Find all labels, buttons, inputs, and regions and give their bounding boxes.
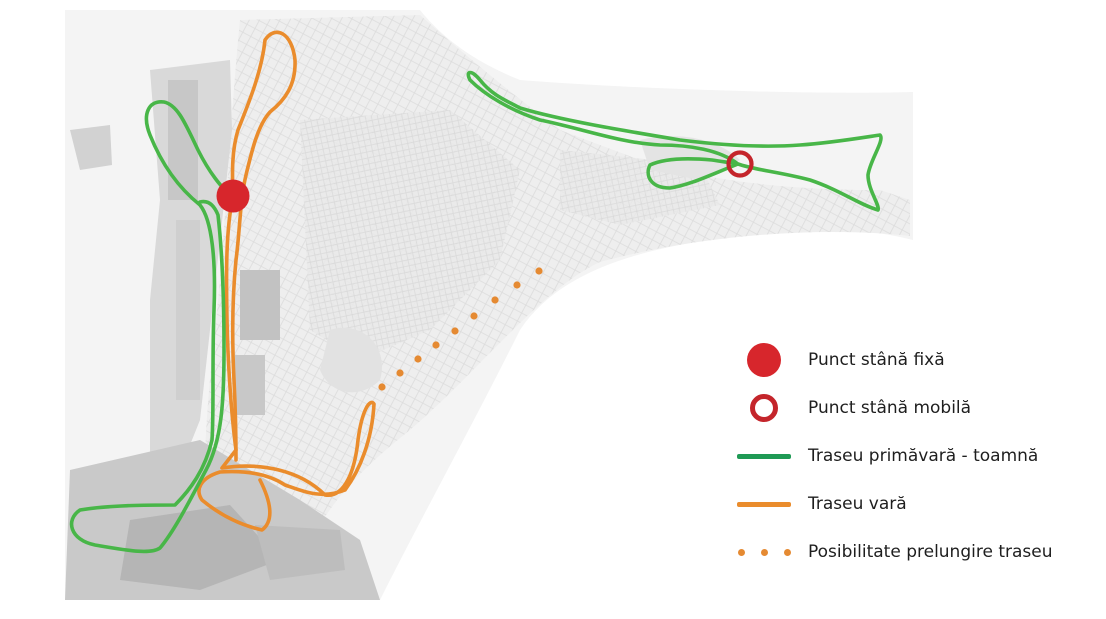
route-spring-autumn — [69, 70, 883, 554]
dotted-line-icon — [730, 528, 798, 576]
mobile-point-marker — [726, 150, 754, 178]
map-legend: Punct stână fixă Punct stână mobilă Tras… — [730, 336, 1100, 576]
route-summer — [197, 30, 376, 532]
legend-item-route-summer: Traseu vară — [730, 480, 1100, 528]
base-map — [65, 10, 913, 600]
legend-item-fixed-point: Punct stână fixă — [730, 336, 1100, 384]
legend-item-mobile-point: Punct stână mobilă — [730, 384, 1100, 432]
legend-label-fixed-point: Punct stână fixă — [808, 350, 945, 370]
ring-circle-icon — [730, 384, 798, 432]
legend-label-mobile-point: Punct stână mobilă — [808, 398, 972, 418]
legend-item-route-spring-autumn: Traseu primăvară - toamnă — [730, 432, 1100, 480]
legend-label-route-spring-autumn: Traseu primăvară - toamnă — [808, 446, 1039, 466]
legend-item-route-extension: Posibilitate prelungire traseu — [730, 528, 1100, 576]
fixed-point-marker — [216, 179, 250, 213]
line-icon — [730, 432, 798, 480]
legend-label-route-extension: Posibilitate prelungire traseu — [808, 542, 1053, 562]
line-icon — [730, 480, 798, 528]
legend-label-route-summer: Traseu vară — [808, 494, 907, 514]
route-extension-dots — [378, 267, 543, 391]
filled-circle-icon — [730, 336, 798, 384]
